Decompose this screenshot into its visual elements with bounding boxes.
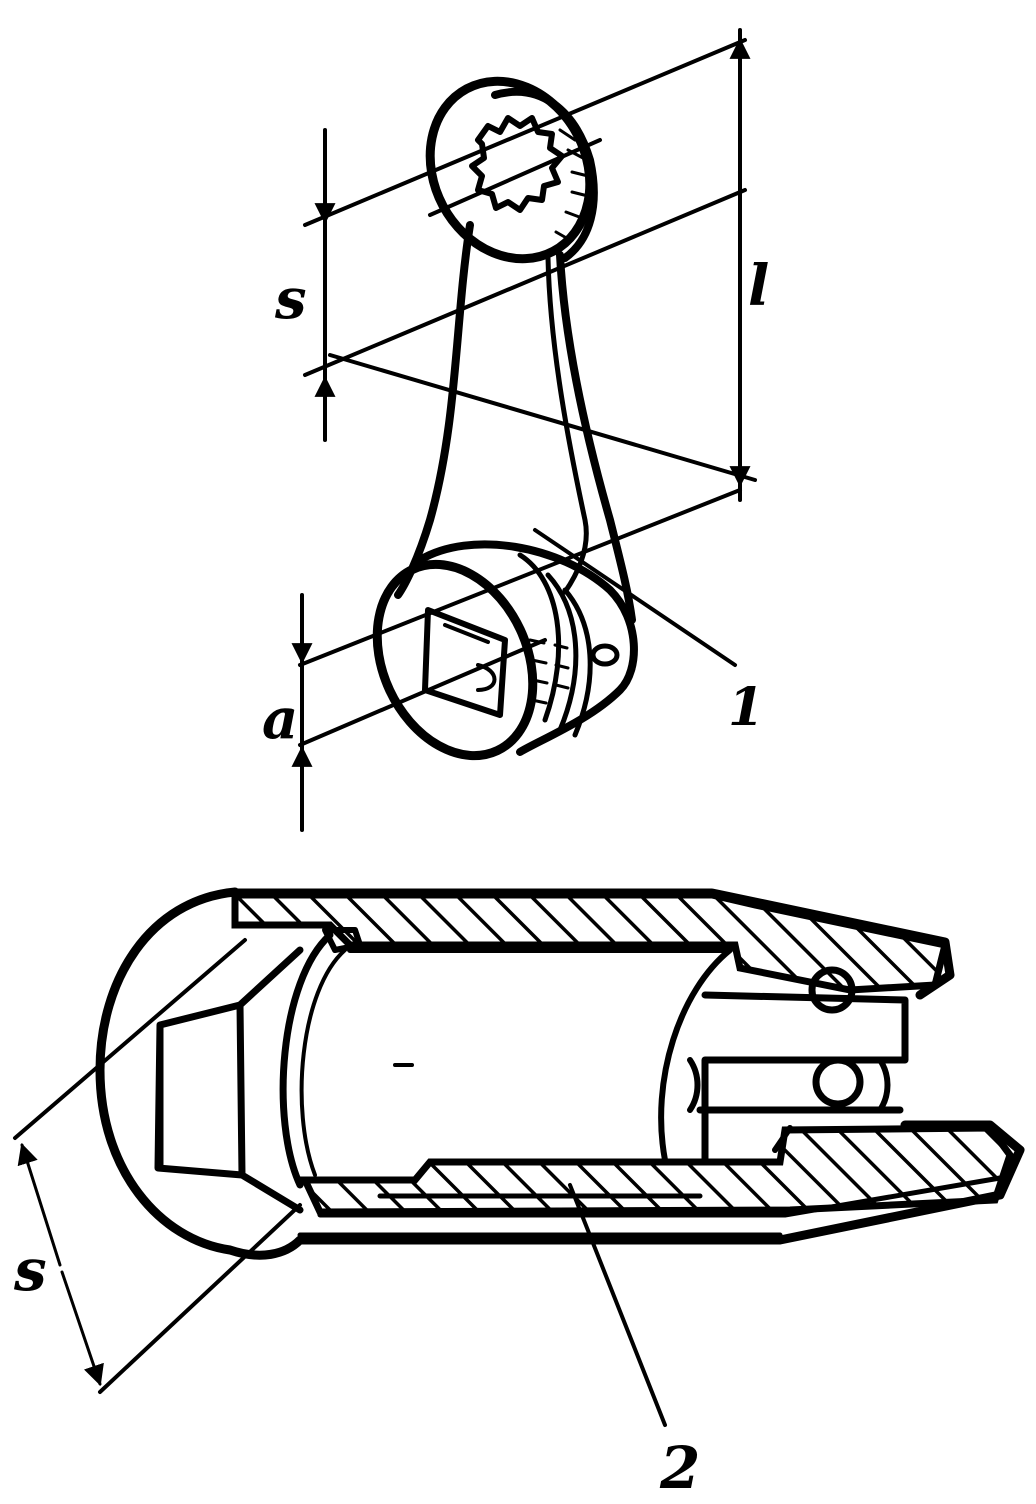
socket-detent-ball-top <box>808 966 856 1014</box>
socket-cavity <box>347 947 733 1163</box>
wrench-bottom-face <box>372 559 538 761</box>
socket-drive-bore <box>696 991 909 1164</box>
socket-section <box>95 887 1025 1260</box>
socket-outer-contour <box>95 887 1025 1260</box>
socket-ring-groove <box>322 927 363 953</box>
socket-hex-bore <box>154 946 304 1214</box>
socket-inner-bore-edge <box>299 948 347 1177</box>
socket-bottom-wall <box>299 1124 1014 1216</box>
label-part-2: 2 <box>659 1434 700 1502</box>
leader-1 <box>533 528 737 667</box>
label-a: a <box>262 686 298 752</box>
socket-rim-lines <box>297 1175 1003 1238</box>
leader-2 <box>568 1183 667 1427</box>
ring-wrench <box>372 76 638 761</box>
wrench-bottom-grooves <box>517 552 593 738</box>
wrench-square-drive <box>422 607 508 718</box>
wrench-detent-hole <box>590 643 620 667</box>
dimension-s-top <box>303 38 747 442</box>
dimension-a <box>291 488 742 832</box>
wrench-top-ring-knurl <box>554 128 590 242</box>
label-part-1: 1 <box>728 677 764 738</box>
label-s-bottom: s <box>13 1236 47 1304</box>
socket-top-wall <box>231 891 950 994</box>
socket-inner-bore <box>279 931 334 1189</box>
wrench-shank <box>394 221 474 599</box>
dimension-l <box>328 28 757 502</box>
dimension-s-bottom <box>13 938 302 1394</box>
wrench-twelve-point-socket <box>469 115 565 213</box>
wrench-top-ring-side <box>491 87 598 262</box>
wrench-bottom-drum <box>416 540 638 756</box>
wrench-shank-back <box>556 251 636 624</box>
label-s-top: s <box>274 266 307 332</box>
socket-inner-sleeve <box>687 1057 891 1153</box>
label-l: l <box>748 253 769 319</box>
wrench-top-axis <box>428 138 602 217</box>
socket-detent-ball-middle <box>812 1056 864 1108</box>
